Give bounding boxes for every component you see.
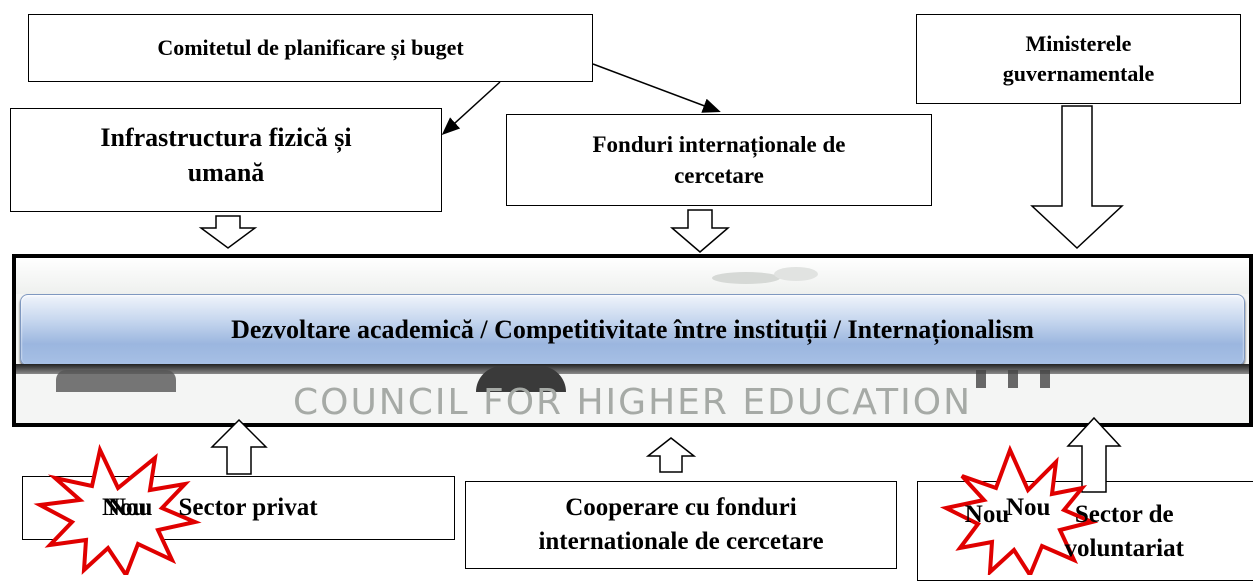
starburst-voluntariat-icon bbox=[939, 444, 1099, 575]
sector-voluntariat-badge: Nou bbox=[964, 501, 1010, 528]
watermark-text: COUNCIL FOR HIGHER EDUCATION bbox=[292, 381, 973, 423]
fonduri-box: Fonduri internaționale de cercetare bbox=[506, 114, 932, 206]
comitet-box: Comitetul de planificare și buget bbox=[28, 14, 593, 82]
emblem-center-icon bbox=[476, 366, 566, 392]
band-title-bar: Dezvoltare academică / Competitivitate î… bbox=[20, 294, 1245, 366]
block-arrow-up-voluntariat bbox=[1066, 416, 1122, 493]
starburst-privat-icon bbox=[33, 443, 202, 575]
leaf-logo-icon bbox=[712, 267, 818, 284]
ministere-box: Ministerele guvernamentale bbox=[916, 14, 1241, 104]
comitet-label: Comitetul de planificare și buget bbox=[157, 35, 464, 61]
cooperare-box: Cooperare cu fonduri internationale de c… bbox=[465, 481, 897, 569]
cooperare-label: Cooperare cu fonduri internationale de c… bbox=[538, 494, 824, 555]
block-arrow-down-fonduri bbox=[669, 209, 731, 253]
sector-voluntariat-box: Nou Sector de voluntariat bbox=[917, 481, 1253, 581]
block-arrow-down-infrastructura bbox=[198, 215, 258, 249]
band-title: Dezvoltare academică / Competitivitate î… bbox=[231, 315, 1034, 344]
block-arrow-up-cooperare bbox=[645, 437, 697, 473]
central-band: Dezvoltare academică / Competitivitate î… bbox=[12, 254, 1253, 427]
arrow-comitet-to-infrastructura bbox=[441, 81, 501, 136]
privat-badge-overlay: Nou bbox=[102, 494, 146, 522]
emblem-left-icon bbox=[56, 370, 176, 392]
privat-badge-text: Nou bbox=[102, 494, 147, 521]
voluntariat-badge-text: Nou bbox=[1006, 494, 1051, 521]
voluntariat-badge-overlay: Nou bbox=[1006, 494, 1050, 522]
band-top-strip bbox=[16, 258, 1249, 294]
fonduri-label: Fonduri internaționale de cercetare bbox=[592, 131, 846, 188]
band-shadow bbox=[16, 364, 1249, 374]
council-watermark: COUNCIL FOR HIGHER EDUCATION bbox=[16, 381, 1249, 423]
arrow-comitet-to-fonduri bbox=[592, 63, 721, 113]
emblem-right-icon bbox=[976, 370, 1086, 388]
sector-privat-badge: Nou bbox=[108, 494, 153, 522]
block-arrow-down-ministere bbox=[1030, 105, 1124, 250]
infrastructura-label: Infrastructura fizică și umană bbox=[100, 122, 352, 187]
block-arrow-up-privat bbox=[210, 418, 268, 475]
ministere-label: Ministerele guvernamentale bbox=[1002, 31, 1155, 86]
sector-privat-label: Sector privat bbox=[178, 494, 318, 522]
infrastructura-box: Infrastructura fizică și umană bbox=[10, 108, 442, 212]
sector-voluntariat-label: Sector de voluntariat bbox=[1064, 501, 1184, 562]
